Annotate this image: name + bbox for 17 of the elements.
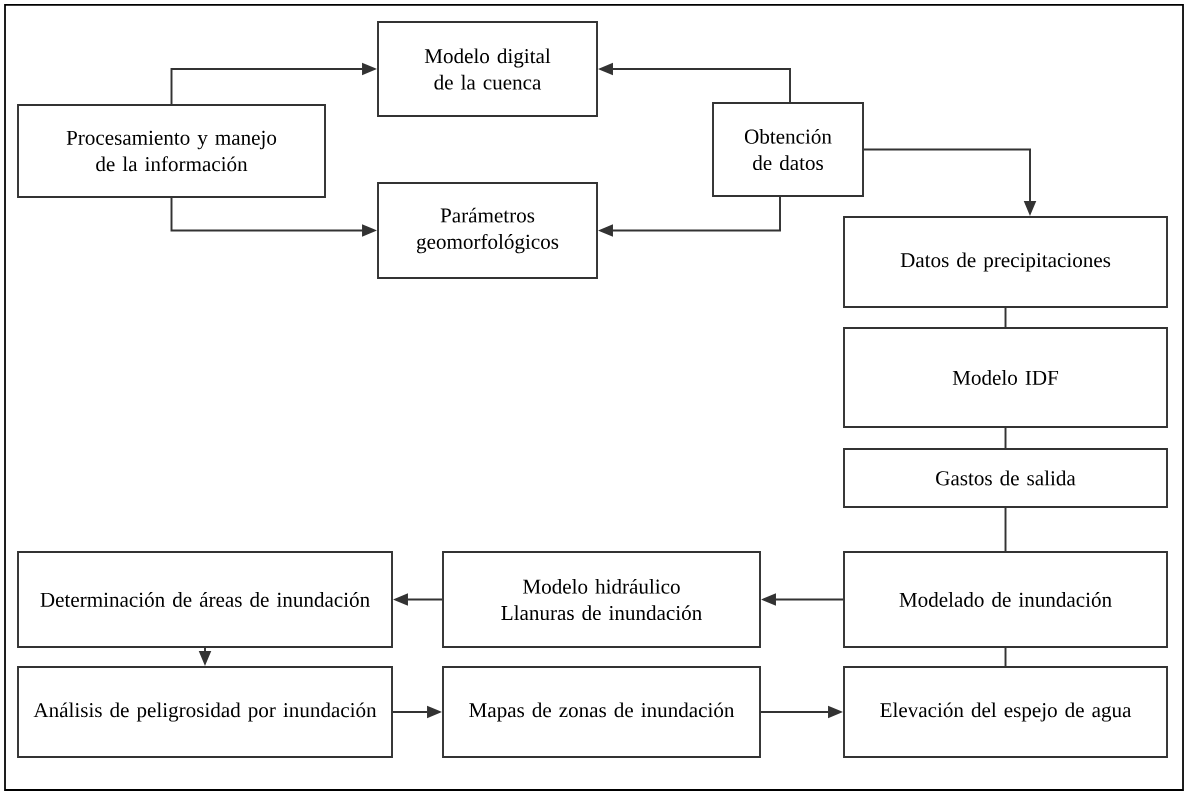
process-box: Análisis de peligrosidad por inundación <box>17 666 393 758</box>
process-box: Modelo hidráulico Llanuras de inundación <box>442 551 761 648</box>
connector-line <box>1004 307 1007 328</box>
process-box: Modelo IDF <box>843 327 1168 428</box>
connector-line <box>1004 647 1007 667</box>
process-box: Datos de precipitaciones <box>843 216 1168 308</box>
process-box: Parámetros geomorfológicos <box>377 182 598 279</box>
process-box: Obtención de datos <box>712 102 864 197</box>
process-box: Procesamiento y manejo de la información <box>17 104 326 198</box>
process-box: Determinación de áreas de inundación <box>17 551 393 648</box>
process-box: Mapas de zonas de inundación <box>442 666 761 758</box>
connector-line <box>1004 507 1007 552</box>
connector-line <box>1004 427 1007 449</box>
process-box: Gastos de salida <box>843 448 1168 508</box>
process-box: Modelado de inundación <box>843 551 1168 648</box>
process-box: Modelo digital de la cuenca <box>377 21 598 117</box>
process-box: Elevación del espejo de agua <box>843 666 1168 758</box>
